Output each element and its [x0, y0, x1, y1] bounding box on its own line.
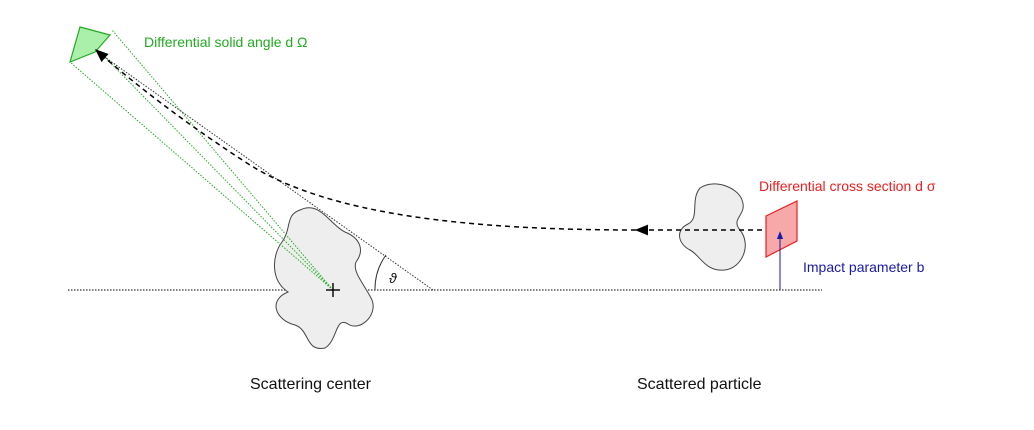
scattered-trajectory	[94, 49, 637, 231]
cross-section-patch	[765, 200, 798, 258]
impact-parameter-label: Impact parameter b	[803, 259, 925, 275]
cross-section-label: Differential cross section d σ	[759, 178, 936, 194]
scattered-particle-label: Scattered particle	[637, 376, 762, 393]
solid-angle-label: Differential solid angle d Ω	[144, 34, 308, 50]
asymptote-line	[91, 47, 434, 291]
scattering-center-blob	[274, 207, 374, 349]
theta-arc	[374, 254, 387, 291]
center-cross-icon	[326, 283, 340, 297]
solid-angle-cone	[69, 29, 334, 291]
scattering-center-label: Scattering center	[250, 376, 372, 393]
scattered-particle-blob	[679, 183, 746, 271]
theta-label: ϑ	[389, 270, 398, 286]
